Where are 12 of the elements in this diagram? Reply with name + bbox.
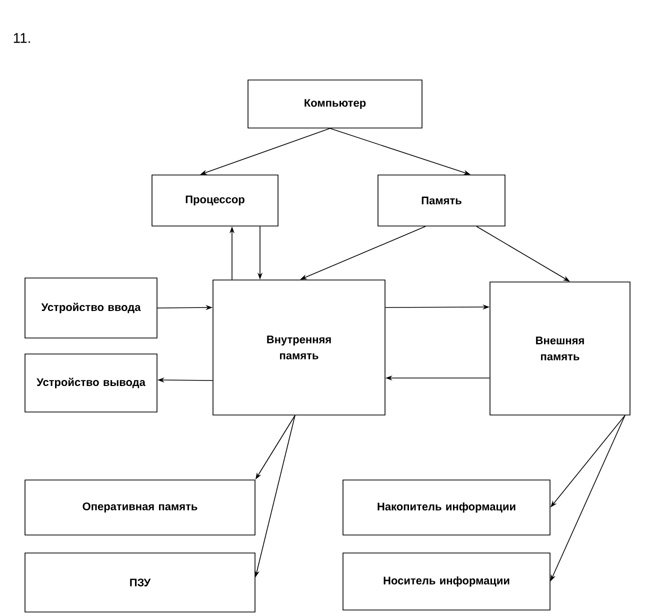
diagram-box: Носитель информации (342, 552, 550, 610)
diagram-box: ПЗУ (24, 552, 256, 612)
diagram-box: Процессор (152, 174, 278, 226)
diagram-box: Внешняя память (490, 282, 630, 416)
task-number: 11. (14, 33, 30, 43)
diagram-box: Память (378, 174, 506, 226)
diagram-box: Компьютер (248, 80, 422, 128)
diagram-box: Устройство ввода (24, 278, 158, 338)
diagram-box: Внутренняя память (212, 280, 386, 416)
diagram-box: Оперативная память (24, 480, 256, 536)
diagram-box: Накопитель информации (342, 480, 550, 536)
diagram-box: Устройство вывода (24, 354, 158, 412)
